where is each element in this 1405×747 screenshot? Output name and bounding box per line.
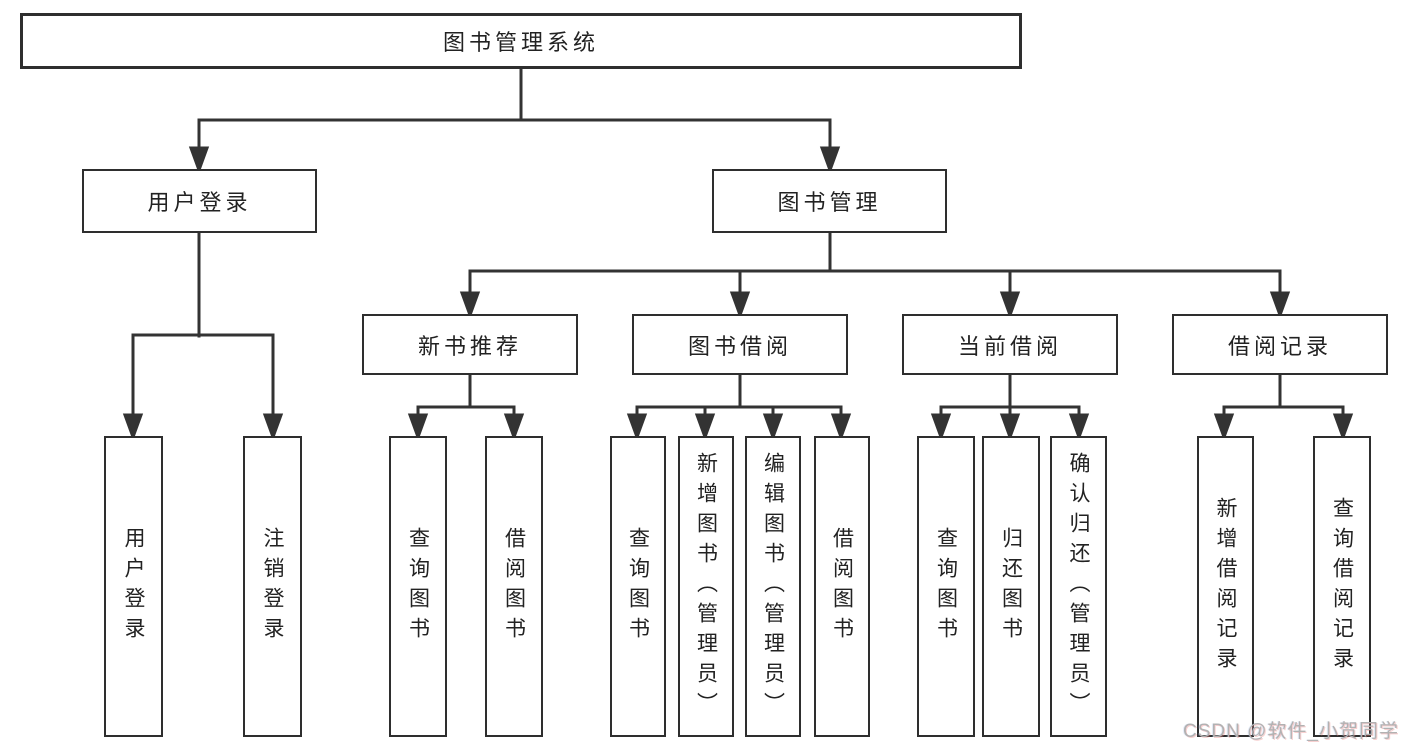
node-label: 借阅图书 bbox=[830, 526, 854, 647]
node-label: 用户登录 bbox=[147, 190, 252, 215]
node-label: 用户登录 bbox=[122, 526, 145, 647]
node-borrowing-records: 借阅记录 bbox=[1172, 314, 1388, 375]
node-label: 新增图书（管理员） bbox=[694, 451, 718, 722]
node-leaf-edit-books-admin: 编辑图书（管理员） bbox=[745, 436, 801, 737]
node-book-management: 图书管理 bbox=[712, 169, 947, 233]
node-label: 查询图书 bbox=[626, 526, 650, 647]
node-user-login: 用户登录 bbox=[82, 169, 317, 233]
node-label: 查询借阅记录 bbox=[1330, 496, 1354, 677]
node-label: 编辑图书（管理员） bbox=[761, 451, 785, 722]
node-label: 查询图书 bbox=[406, 526, 430, 647]
node-label: 新书推荐 bbox=[417, 333, 522, 359]
node-leaf-user-login: 用户登录 bbox=[104, 436, 163, 737]
node-leaf-borrow-books-recommend: 借阅图书 bbox=[485, 436, 543, 737]
node-leaf-add-books-admin: 新增图书（管理员） bbox=[678, 436, 734, 737]
node-label: 注销登录 bbox=[261, 526, 284, 647]
watermark-text: CSDN @软件_小贺同学 bbox=[1183, 721, 1399, 742]
node-new-book-recommend: 新书推荐 bbox=[362, 314, 578, 375]
node-label: 新增借阅记录 bbox=[1214, 496, 1237, 677]
node-leaf-query-books-recommend: 查询图书 bbox=[389, 436, 447, 737]
node-label: 借阅记录 bbox=[1227, 333, 1332, 359]
node-leaf-query-books-borrowing: 查询图书 bbox=[610, 436, 666, 737]
node-leaf-confirm-return-admin: 确认归还（管理员） bbox=[1050, 436, 1107, 737]
node-leaf-query-books-current: 查询图书 bbox=[917, 436, 975, 737]
node-label: 图书借阅 bbox=[687, 333, 792, 359]
node-leaf-query-borrow-record: 查询借阅记录 bbox=[1313, 436, 1371, 737]
node-library-system: 图书管理系统 bbox=[20, 13, 1022, 69]
node-label: 图书管理系统 bbox=[442, 30, 599, 55]
node-label: 借阅图书 bbox=[502, 526, 526, 647]
node-label: 图书管理 bbox=[777, 190, 882, 215]
node-label: 查询图书 bbox=[934, 526, 958, 647]
node-current-borrowing: 当前借阅 bbox=[902, 314, 1118, 375]
node-leaf-borrow-books: 借阅图书 bbox=[814, 436, 870, 737]
node-leaf-add-borrow-record: 新增借阅记录 bbox=[1197, 436, 1254, 737]
node-label: 确认归还（管理员） bbox=[1067, 451, 1090, 722]
node-book-borrowing: 图书借阅 bbox=[632, 314, 848, 375]
node-label: 归还图书 bbox=[999, 526, 1023, 647]
node-label: 当前借阅 bbox=[957, 333, 1062, 359]
node-leaf-return-books: 归还图书 bbox=[982, 436, 1040, 737]
node-leaf-logout: 注销登录 bbox=[243, 436, 302, 737]
